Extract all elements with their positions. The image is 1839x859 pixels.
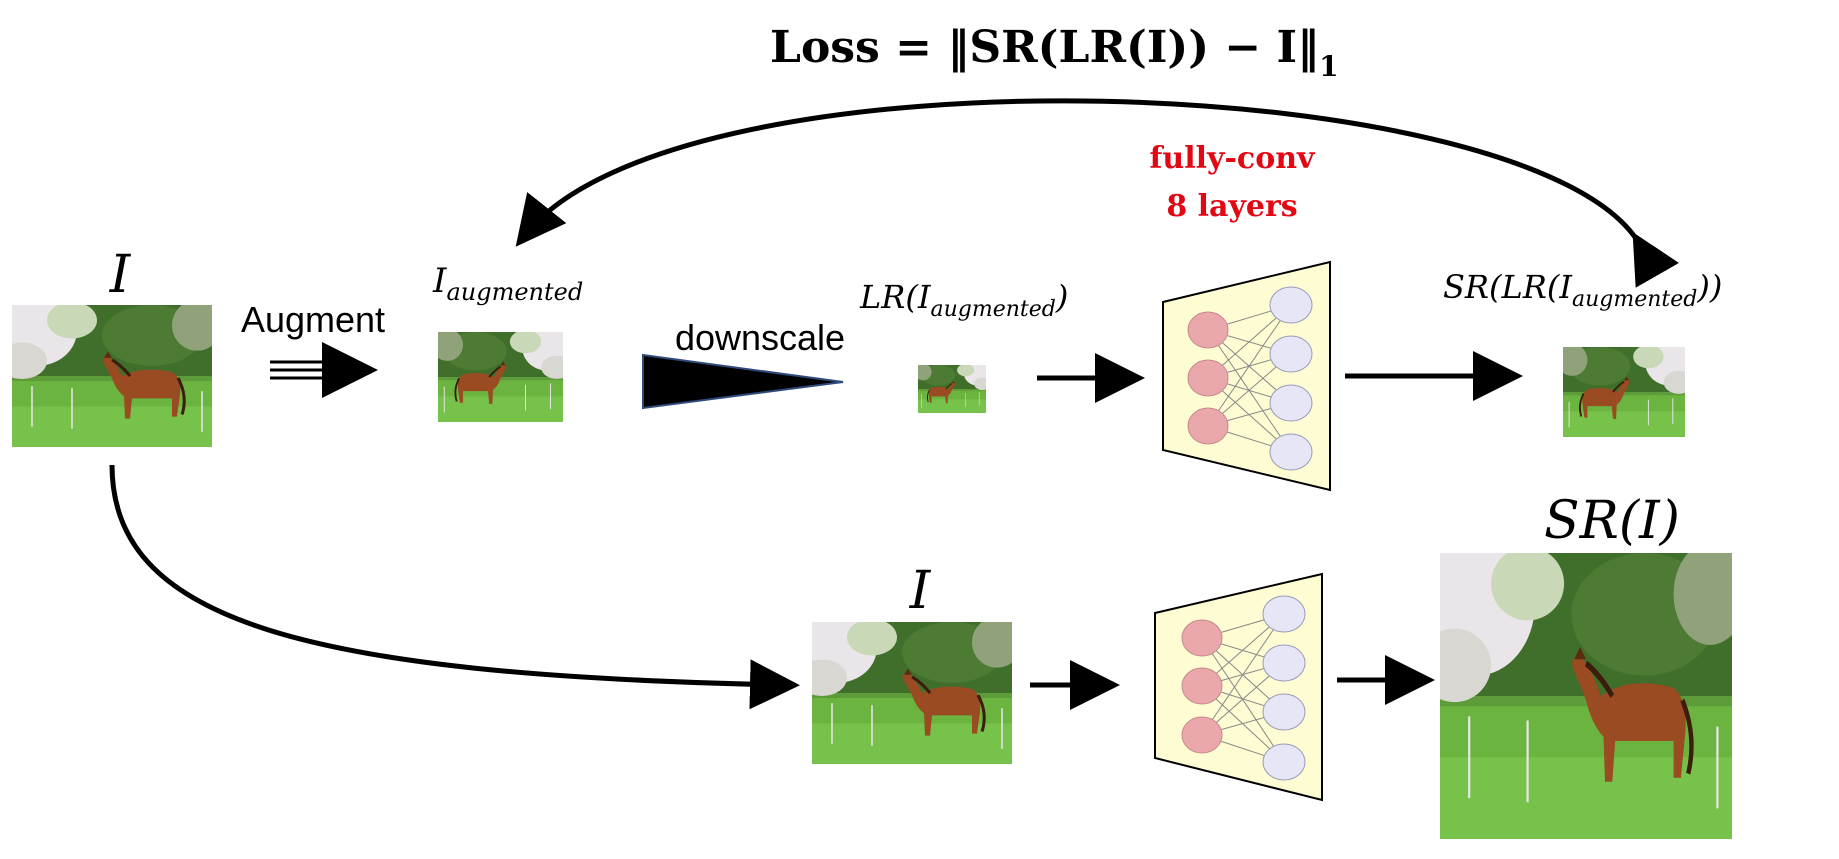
input-neuron <box>1181 619 1223 657</box>
loss-norm-right: ‖ <box>1297 22 1319 73</box>
output-neuron <box>1262 595 1306 633</box>
test-input-image <box>812 622 1012 764</box>
lr-label-suffix: ) <box>1055 278 1068 316</box>
loss-subscript: 1 <box>1319 50 1338 83</box>
sr-lr-label-base: I <box>1558 268 1573 306</box>
output-label: SR(I) <box>1544 491 1680 551</box>
lr-label-sub: augmented <box>930 297 1055 322</box>
output-neuron <box>1269 384 1313 422</box>
input-neuron <box>1187 407 1229 445</box>
test-path-arrow <box>109 464 800 710</box>
network-bottom <box>1154 572 1323 802</box>
sr-lr-label-prefix: SR(LR( <box>1443 268 1561 306</box>
network-note-line1: fully-conv <box>1150 141 1316 176</box>
lr-label-base: I <box>917 278 932 316</box>
input-neuron <box>1187 359 1229 397</box>
augmented-image <box>432 326 573 422</box>
network-top <box>1162 260 1331 492</box>
loss-prefix: Loss = <box>770 22 947 73</box>
input-neuron <box>1187 311 1229 349</box>
lr-image <box>915 362 992 413</box>
output-neuron <box>1269 433 1313 471</box>
output-neuron <box>1262 693 1306 731</box>
input-neuron <box>1181 667 1223 705</box>
loss-norm-left: ‖ <box>947 22 969 73</box>
loss-expression: SR(LR(I)) − I <box>969 22 1297 73</box>
output-neuron <box>1262 644 1306 682</box>
lr-label-prefix: LR( <box>859 278 919 316</box>
sr-lr-label-sub: augmented <box>1572 287 1697 312</box>
input-neuron <box>1181 716 1223 754</box>
augmented-label-base: I <box>432 261 447 301</box>
sr-lr-label-suffix: )) <box>1696 268 1722 306</box>
output-neuron <box>1262 743 1306 781</box>
sr-lr-label: SR(LR(Iaugmented)) <box>1443 268 1722 312</box>
output-neuron <box>1269 335 1313 373</box>
loss-formula: Loss = ‖SR(LR(I)) − I‖1 <box>770 22 1339 83</box>
augment-label: Augment <box>241 299 385 340</box>
output-image <box>1418 533 1747 839</box>
augmented-label-sub: augmented <box>446 278 583 306</box>
augment-arrow <box>270 342 378 398</box>
downscale-wedge <box>642 353 844 410</box>
input-image <box>12 305 212 447</box>
output-neuron <box>1269 286 1313 324</box>
lr-label: LR(Iaugmented) <box>859 278 1068 322</box>
input-label: I <box>109 245 132 305</box>
test-input-label: I <box>909 561 932 621</box>
network-note-line2: 8 layers <box>1166 189 1297 224</box>
augmented-label: Iaugmented <box>432 261 583 306</box>
loss-arc <box>515 98 1680 288</box>
sr-lr-image <box>1557 341 1694 437</box>
downscale-label: downscale <box>675 317 845 358</box>
